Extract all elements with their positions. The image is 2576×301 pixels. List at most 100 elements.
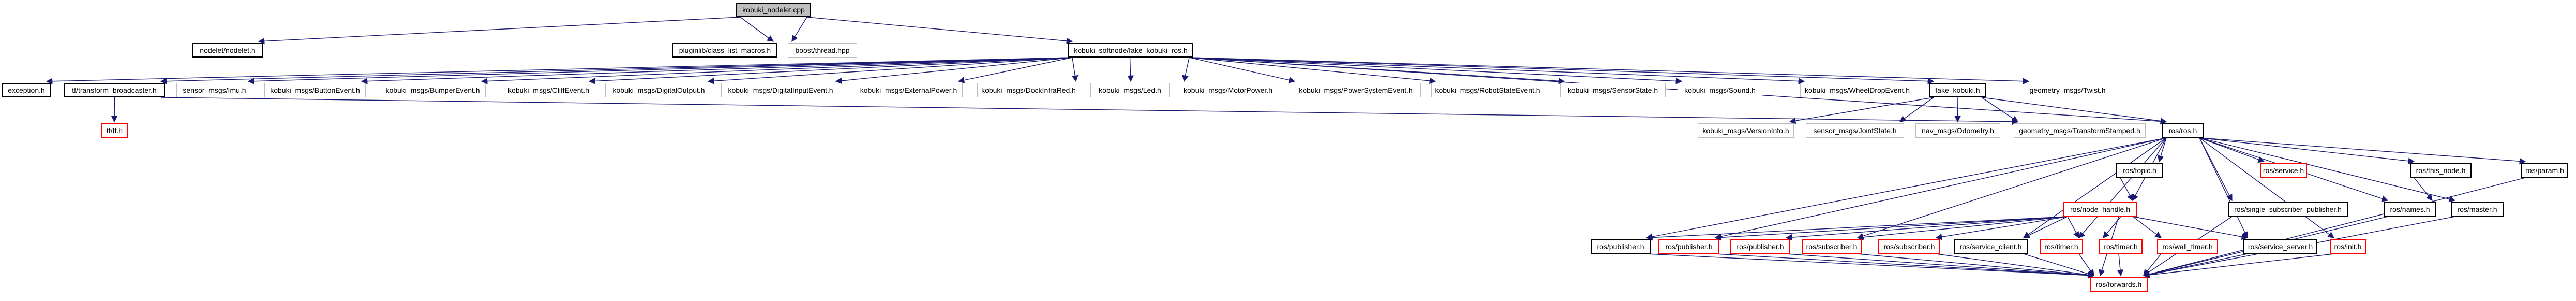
edge-ros-sub1: [1856, 137, 2167, 239]
graph-node-digin: kobuki_msgs/DigitalInputEvent.h: [721, 83, 840, 97]
edge-sub1-forwards: [1857, 253, 2095, 279]
edge-root-boost: [791, 17, 807, 42]
edge-fkr-led: [1127, 57, 1134, 82]
graph-node-dock: kobuki_msgs/DockInfraRed.h: [977, 83, 1080, 97]
edge-fkr-sound: [1189, 57, 1683, 84]
edge-nh-timer2: [2103, 216, 2121, 238]
edge-ros-thisnode: [2199, 137, 2415, 165]
graph-node-tf[interactable]: tf/tf.h: [101, 123, 128, 138]
edge-topic-nh: [2120, 177, 2133, 202]
edge-ros-timer1: [2078, 137, 2167, 238]
edge-fkr-motor: [1182, 57, 1190, 82]
graph-node-pub3[interactable]: ros/publisher.h: [1730, 239, 1790, 254]
graph-node-version: kobuki_msgs/VersionInfo.h: [1698, 123, 1794, 138]
edge-pub1-forwards: [1646, 253, 2095, 279]
graph-node-nodelet[interactable]: nodelet/nodelet.h: [192, 43, 263, 58]
graph-node-tfb[interactable]: tf/transform_broadcaster.h: [64, 83, 165, 97]
edge-fkr-button: [361, 57, 1073, 84]
edge-tfb-tf: [111, 97, 118, 123]
graph-node-twist: geometry_msgs/Twist.h: [2025, 83, 2110, 97]
edge-fkr-tfb: [160, 57, 1073, 85]
graph-node-exception[interactable]: exception.h: [2, 83, 51, 97]
edge-ros-ssp: [2199, 137, 2233, 202]
graph-node-forwards[interactable]: ros/forwards.h: [2090, 277, 2148, 292]
graph-node-pluginlib[interactable]: pluginlib/class_list_macros.h: [672, 43, 777, 58]
graph-node-imu: sensor_msgs/Imu.h: [176, 83, 252, 97]
graph-node-ssp[interactable]: ros/single_subscriber_publisher.h: [2228, 202, 2348, 217]
graph-node-rse: kobuki_msgs/RobotStateEvent.h: [1431, 83, 1544, 97]
graph-node-ss[interactable]: ros/service_server.h: [2243, 239, 2317, 254]
edge-fkr-digout: [707, 57, 1073, 84]
graph-node-sensorstate: kobuki_msgs/SensorState.h: [1560, 83, 1666, 97]
graph-node-timer2[interactable]: ros/timer.h: [2099, 239, 2143, 254]
edge-ros-master: [2199, 137, 2456, 203]
edge-sc-forwards: [2023, 253, 2095, 277]
graph-node-tfs: geometry_msgs/TransformStamped.h: [2014, 123, 2146, 138]
graph-node-timer1[interactable]: ros/timer.h: [2040, 239, 2083, 254]
graph-node-led: kobuki_msgs/Led.h: [1090, 83, 1170, 97]
edge-fkr-bumper: [481, 57, 1073, 84]
graph-node-names[interactable]: ros/names.h: [2384, 202, 2436, 217]
graph-node-extpwr: kobuki_msgs/ExternalPower.h: [855, 83, 963, 97]
graph-node-init[interactable]: ros/init.h: [2330, 239, 2366, 254]
edge-fkr-imu: [247, 57, 1073, 84]
edge-pub3-forwards: [1786, 253, 2095, 279]
graph-node-pse: kobuki_msgs/PowerSystemEvent.h: [1291, 83, 1421, 97]
edge-pub2-forwards: [1715, 253, 2095, 279]
graph-node-boost: boost/thread.hpp: [788, 43, 857, 58]
graph-node-root[interactable]: kobuki_nodelet.cpp: [736, 3, 811, 17]
graph-node-fk[interactable]: fake_kobuki.h: [1929, 83, 1986, 97]
graph-node-odom: nav_msgs/Odometry.h: [1915, 123, 2000, 138]
edge-root-pluginlib: [740, 17, 774, 42]
graph-node-wheel: kobuki_msgs/WheelDropEvent.h: [1800, 83, 1914, 97]
graph-node-pub2[interactable]: ros/publisher.h: [1658, 239, 1719, 254]
edge-ros-init: [2199, 137, 2335, 238]
edge-fkr-digin: [835, 57, 1073, 84]
edge-fk-joint: [1899, 97, 1934, 122]
graph-node-service[interactable]: ros/service.h: [2260, 163, 2307, 178]
edge-fkr-dock: [1072, 57, 1079, 82]
edge-group: [46, 17, 2526, 279]
graph-node-cliff: kobuki_msgs/CliffEvent.h: [504, 83, 593, 97]
edge-fk-version: [1789, 97, 1934, 124]
graph-node-digout: kobuki_msgs/DigitalOutput.h: [605, 83, 712, 97]
graph-node-nh[interactable]: ros/node_handle.h: [2063, 202, 2137, 217]
edge-param-forwards: [2143, 177, 2526, 278]
graph-node-param[interactable]: ros/param.h: [2521, 163, 2568, 178]
edge-fk-tfs: [1981, 97, 2019, 122]
graph-node-sub2[interactable]: ros/subscriber.h: [1878, 239, 1940, 254]
edge-ros-service: [2199, 137, 2265, 163]
graph-node-bumper: kobuki_msgs/BumperEvent.h: [380, 83, 486, 97]
graph-node-pub1[interactable]: ros/publisher.h: [1591, 239, 1651, 254]
edge-ros-topic: [2158, 137, 2167, 163]
edge-fk-ros: [1981, 97, 2167, 124]
graph-node-sub1[interactable]: ros/subscriber.h: [1802, 239, 1862, 254]
edge-fkr-exception: [46, 57, 1073, 85]
edge-tfb-tfs: [160, 97, 2019, 125]
graph-node-topic[interactable]: ros/topic.h: [2116, 163, 2163, 178]
graph-node-fkr[interactable]: kobuki_softnode/fake_kobuki_ros.h: [1068, 43, 1193, 58]
edge-ros-param: [2199, 137, 2526, 165]
edge-nh-sub2: [1935, 216, 2068, 240]
graph-node-sc[interactable]: ros/service_client.h: [1954, 239, 2028, 254]
edge-fkr-pse: [1189, 57, 1296, 83]
edge-nh-ss: [2132, 216, 2249, 240]
graph-node-motor: kobuki_msgs/MotorPower.h: [1180, 83, 1276, 97]
graph-node-walltimer[interactable]: ros/wall_timer.h: [2157, 239, 2218, 254]
edge-nh-sub1: [1856, 216, 2068, 241]
graph-node-master[interactable]: ros/master.h: [2451, 202, 2504, 217]
edge-ros-pub1: [1645, 137, 2167, 240]
edge-nh-pub3: [1785, 216, 2068, 241]
graph-node-ros[interactable]: ros/ros.h: [2162, 123, 2204, 138]
edge-thisnode-names: [2414, 177, 2433, 201]
graph-node-thisnode[interactable]: ros/this_node.h: [2410, 163, 2472, 178]
graph-node-button: kobuki_msgs/ButtonEvent.h: [264, 83, 366, 97]
graph-node-sound: kobuki_msgs/Sound.h: [1678, 83, 1762, 97]
edge-timer1-forwards: [2078, 253, 2094, 277]
edge-nh-sc: [2023, 216, 2068, 238]
edge-nh-walltimer: [2132, 216, 2162, 238]
edge-fkr-wheel: [1189, 57, 1805, 84]
edge-fkr-twist: [1189, 57, 2030, 84]
